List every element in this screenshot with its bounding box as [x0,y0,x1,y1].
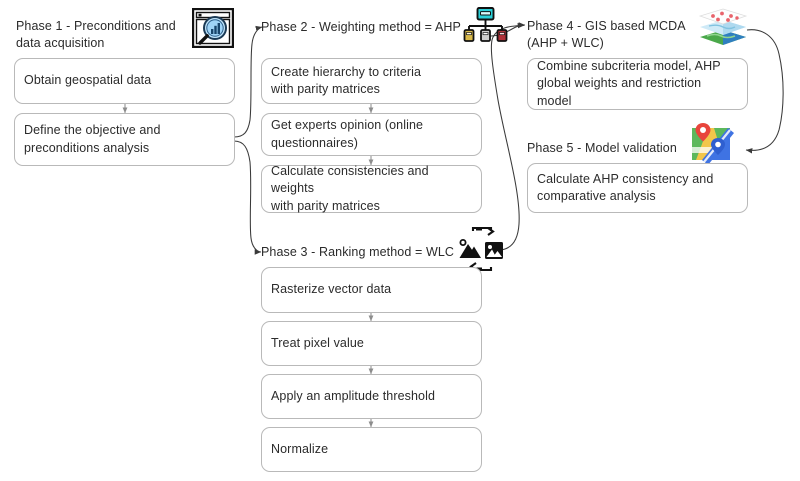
map-layers-icon [697,6,749,50]
phase5-title: Phase 5 - Model validation [527,141,677,155]
phase3-step-4[interactable]: Normalize [261,427,482,472]
phase4-title: Phase 4 - GIS based MCDA (AHP + WLC) [527,19,686,50]
phase3-step-1-label: Rasterize vector data [271,282,392,297]
phase3-step-4-label: Normalize [271,441,329,456]
phase5-step-1[interactable]: Calculate AHP consistency and comparativ… [527,163,748,213]
phase3-step-2[interactable]: Treat pixel value [261,321,482,366]
raster-conversion-icon [458,226,506,272]
link-phase3-phase4 [490,22,525,251]
phase1-step-1[interactable]: Obtain geospatial data [14,58,235,104]
phase3-title: Phase 3 - Ranking method = WLC [261,245,455,259]
hierarchy-tree-icon [462,6,508,44]
phase1-step-1-label: Obtain geospatial data [24,73,152,88]
phase5-step-1-label: Calculate AHP consistency and comparativ… [537,171,714,204]
phase2-step-1-label: Create hierarchy to criteria with parity… [271,64,422,97]
phase3-step-3[interactable]: Apply an amplitude threshold [261,374,482,419]
link-phase1-phase3 [233,140,262,255]
link-phase1-phase2 [233,25,263,138]
phase2-step-3[interactable]: Calculate consistencies and weights with… [261,163,482,213]
magnifier-chart-icon [191,7,235,49]
map-pin-icon [684,119,738,167]
phase2-step-2-label: Get experts opinion (online questionnair… [271,118,424,150]
phase2-title: Phase 2 - Weighting method = AHP [261,20,461,34]
link-phase4-phase5 [745,29,784,154]
phase4-step-1[interactable]: Combine subcriteria model, AHP global we… [527,58,748,110]
phase1-step-2-label: Define the objective and preconditions a… [24,123,161,155]
phase3-step-2-label: Treat pixel value [271,335,364,350]
phase4-step-1-label: Combine subcriteria model, AHP global we… [537,58,721,108]
phase1-step-2[interactable]: Define the objective and preconditions a… [14,113,235,166]
phase2-step-2[interactable]: Get experts opinion (online questionnair… [261,113,482,156]
phase3-step-1[interactable]: Rasterize vector data [261,267,482,313]
phase2-step-1[interactable]: Create hierarchy to criteria with parity… [261,58,482,104]
phase1-title: Phase 1 - Preconditions and data acquisi… [16,19,176,50]
phase2-step-3-label: Calculate consistencies and weights with… [271,163,429,213]
phase3-step-3-label: Apply an amplitude threshold [271,388,436,403]
